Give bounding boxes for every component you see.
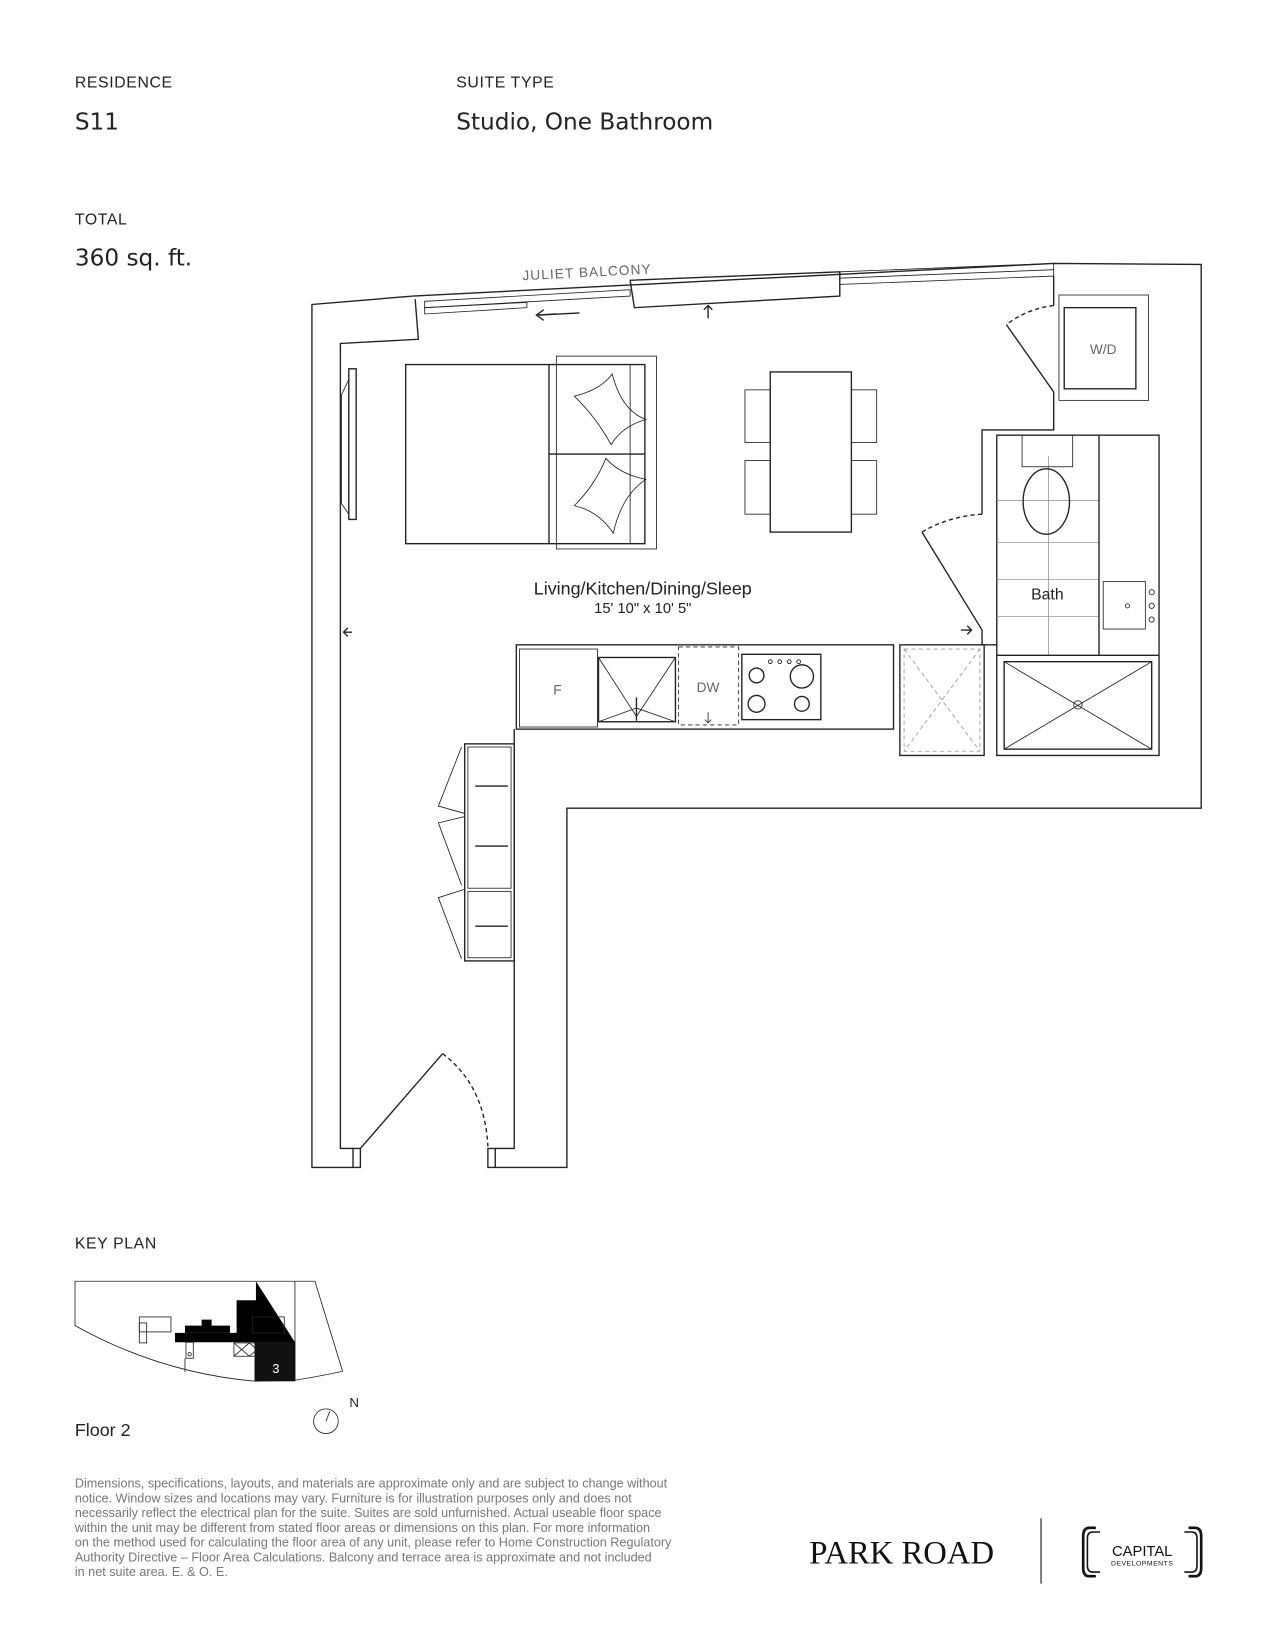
chair [850, 389, 878, 443]
chair [744, 389, 771, 443]
chair [744, 460, 771, 515]
outer-wall [311, 295, 414, 1169]
bath-door[interactable] [921, 531, 983, 631]
shower-drain [1073, 700, 1083, 710]
pillow [573, 457, 648, 535]
door-swing [442, 1053, 489, 1147]
disclaimer-line: Dimensions, specifications, layouts, and… [75, 1477, 668, 1491]
washer-dryer-closet [1058, 294, 1149, 401]
room-dimensions: 15' 10" x 10' 5" [594, 601, 691, 617]
arrow-icon [535, 309, 545, 321]
door-jamb [352, 1147, 362, 1169]
arrow-up-icon [703, 304, 713, 319]
floor-plan-drawing: W/D Bath F DW [311, 262, 1202, 1169]
arrow-icon [960, 625, 973, 635]
sliding-door [424, 301, 528, 315]
washer-dryer-label: W/D [1090, 342, 1117, 357]
disclaimer-line: Authority Directive – Floor Area Calcula… [75, 1550, 652, 1564]
closet-door[interactable] [1005, 324, 1055, 393]
residence-label: RESIDENCE [75, 74, 173, 91]
compass-icon [313, 1408, 339, 1434]
wall-segment [629, 271, 841, 309]
toilet [1022, 468, 1071, 535]
wardrobe-door[interactable] [437, 816, 465, 886]
window [424, 289, 631, 309]
tv [348, 368, 357, 521]
key-plan-label: KEY PLAN [75, 1236, 157, 1253]
disclaimer-line: on the method used for calculating the f… [75, 1536, 672, 1550]
north-label: N [349, 1395, 359, 1410]
disclaimer-line: notice. Window sizes and locations may v… [75, 1491, 632, 1505]
entry-door[interactable] [359, 1053, 444, 1149]
floor-label: Floor 2 [75, 1420, 131, 1440]
kitchen-sink [597, 656, 677, 723]
washer-dryer [1063, 306, 1137, 390]
wardrobe [464, 743, 515, 962]
juliet-balcony-label: JULIET BALCONY [522, 262, 652, 284]
disclaimer-line: necessarily reflect the electrical plan … [75, 1506, 662, 1520]
total-label: TOTAL [75, 211, 128, 228]
fridge-label: F [553, 682, 561, 697]
wardrobe-door[interactable] [437, 888, 465, 959]
suite-type-value: Studio, One Bathroom [456, 109, 713, 136]
residence-value: S11 [75, 109, 119, 136]
dishwasher-label: DW [697, 680, 720, 695]
bath-label: Bath [1031, 587, 1064, 604]
storage [899, 644, 985, 757]
highlighted-unit [254, 1341, 296, 1382]
park-road-logo: PARK ROAD [809, 1536, 994, 1572]
door-swing [1005, 304, 1054, 326]
suite-type-label: SUITE TYPE [456, 74, 554, 91]
key-plan: 3 N [74, 1280, 359, 1434]
dishwasher [678, 646, 740, 726]
wardrobe-door[interactable] [437, 746, 465, 814]
bed-frame [555, 355, 657, 550]
door-swing [921, 513, 983, 533]
door-jamb [487, 1147, 496, 1169]
capital-logo-text: CAPITAL [1112, 1544, 1172, 1560]
cooktop [741, 653, 822, 721]
disclaimer-line: within the unit may be different from st… [74, 1521, 650, 1535]
fridge [519, 648, 598, 728]
total-value: 360 sq. ft. [75, 245, 192, 272]
room-name: Living/Kitchen/Dining/Sleep [534, 578, 752, 598]
outer-wall-top [413, 262, 1202, 1169]
inner-wall-left [339, 299, 420, 1150]
dining-table [769, 371, 853, 533]
building-outline [74, 1280, 344, 1382]
toilet-tank [1021, 434, 1074, 468]
shower [1003, 661, 1153, 750]
disclaimer: Dimensions, specifications, layouts, and… [74, 1477, 672, 1580]
bathroom [996, 434, 1160, 757]
disclaimer-line: in net suite area. E. & O. E. [75, 1565, 228, 1579]
capital-developments-logo: CAPITAL DEVELOPMENTS [1081, 1526, 1203, 1578]
sink [1102, 581, 1146, 630]
pillow [573, 373, 648, 446]
arrow-icon [342, 627, 352, 637]
kitchen-counter [515, 644, 895, 730]
unit-number: 3 [272, 1362, 279, 1376]
chair [850, 460, 878, 515]
developments-logo-text: DEVELOPMENTS [1111, 1561, 1173, 1568]
